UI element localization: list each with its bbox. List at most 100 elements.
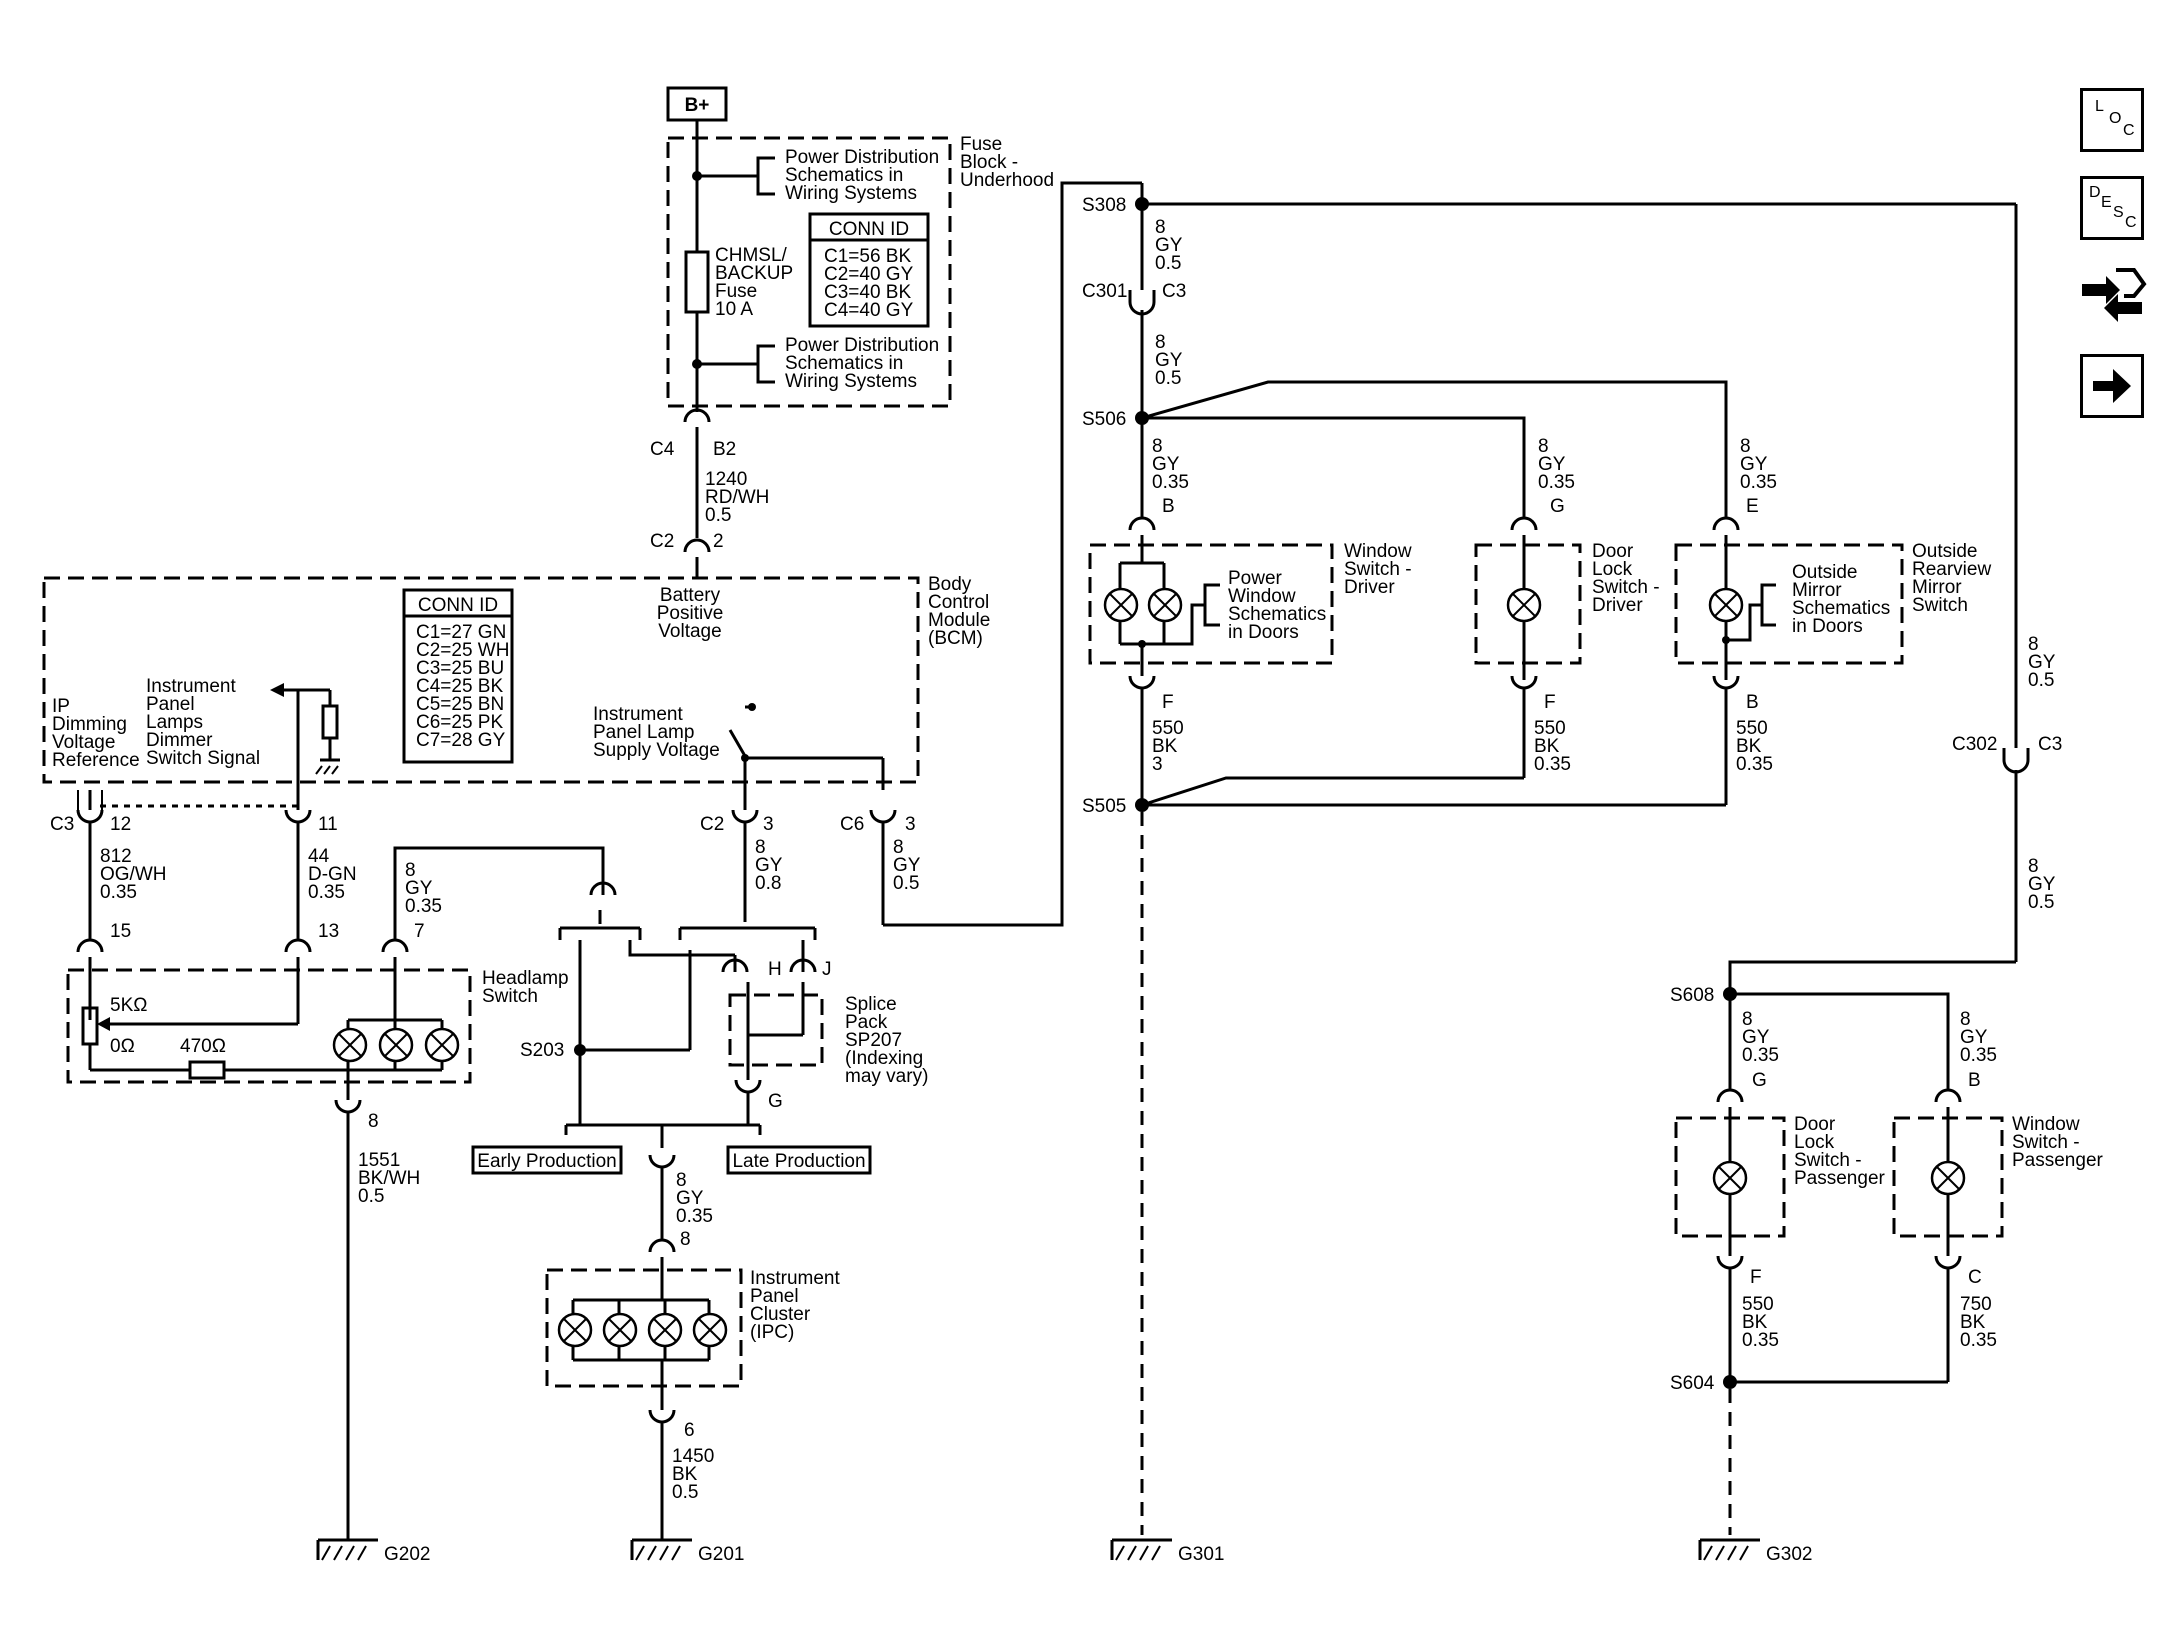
- svg-text:Module: Module: [928, 610, 990, 631]
- wire-550-dl-label: 550 BK 0.35: [1534, 718, 1571, 775]
- svg-text:8: 8: [755, 837, 766, 858]
- wire-550-ws-label: 550 BK 3: [1152, 718, 1184, 775]
- body-control-module: [42, 576, 920, 784]
- door-lock-switch-driver-bulb: [1506, 587, 1542, 623]
- svg-text:SP207: SP207: [845, 1030, 902, 1051]
- svg-text:Passenger: Passenger: [1794, 1168, 1886, 1189]
- location-button[interactable]: L O C: [2080, 88, 2144, 152]
- svg-text:S506: S506: [1082, 409, 1126, 430]
- svg-text:H: H: [768, 959, 782, 980]
- svg-text:Schematics in: Schematics in: [785, 353, 903, 374]
- svg-text:C1=56 BK: C1=56 BK: [824, 246, 911, 267]
- svg-text:13: 13: [318, 921, 339, 942]
- resistor-470: [188, 1060, 226, 1080]
- svg-text:S505: S505: [1082, 796, 1126, 817]
- connector-c4-b2: [683, 408, 711, 423]
- svg-text:8: 8: [893, 837, 904, 858]
- svg-text:C6: C6: [840, 814, 864, 835]
- svg-text:G301: G301: [1178, 1544, 1224, 1565]
- svg-text:(BCM): (BCM): [928, 628, 983, 649]
- svg-text:0.5: 0.5: [2028, 892, 2054, 913]
- svg-text:GY: GY: [1960, 1027, 1988, 1048]
- svg-text:C4: C4: [650, 439, 675, 460]
- svg-text:F: F: [1750, 1267, 1762, 1288]
- svg-text:8: 8: [1155, 332, 1166, 353]
- svg-text:550: 550: [1534, 718, 1566, 739]
- svg-text:0.35: 0.35: [1736, 754, 1773, 775]
- svg-text:Instrument: Instrument: [593, 704, 683, 725]
- svg-text:8: 8: [1155, 217, 1166, 238]
- instrument-panel-cluster: [545, 1268, 743, 1388]
- svg-text:0.5: 0.5: [672, 1482, 698, 1503]
- outside-rearview-mirror-switch: [1674, 543, 1904, 665]
- svg-text:0.35: 0.35: [100, 882, 137, 903]
- power-distribution-ref-top: Power Distribution Schematics in Wiring …: [785, 147, 939, 204]
- door-lock-switch-passenger: [1674, 1116, 1786, 1238]
- description-button[interactable]: D E S C: [2080, 176, 2144, 240]
- outside-mirror-switch-title: Outside Rearview Mirror Switch: [1912, 541, 1991, 616]
- next-page-button[interactable]: [2080, 354, 2144, 418]
- svg-text:Pack: Pack: [845, 1012, 888, 1033]
- window-switch-passenger: [1892, 1116, 2004, 1238]
- svg-text:Door: Door: [1592, 541, 1634, 562]
- svg-text:BK: BK: [1960, 1312, 1986, 1333]
- wire-1450-label: 1450 BK 0.5: [672, 1446, 714, 1503]
- svg-text:G: G: [1550, 496, 1565, 517]
- svg-text:Window: Window: [1344, 541, 1412, 562]
- svg-text:B: B: [1746, 692, 1759, 713]
- svg-text:Control: Control: [928, 592, 989, 613]
- wire-8gy-pws-label: 8 GY 0.35: [1960, 1009, 1997, 1066]
- svg-text:Mirror: Mirror: [1792, 580, 1842, 601]
- wire-8gy-hl-label: 8 GY 0.35: [405, 860, 442, 917]
- svg-text:10 A: 10 A: [715, 299, 753, 320]
- svg-text:8: 8: [368, 1111, 379, 1132]
- loc-letter-c: C: [2123, 122, 2135, 139]
- svg-text:Dimming: Dimming: [52, 714, 127, 735]
- svg-text:Window: Window: [1228, 586, 1296, 607]
- svg-text:Instrument: Instrument: [146, 676, 236, 697]
- svg-text:0.35: 0.35: [676, 1206, 713, 1227]
- svg-text:G201: G201: [698, 1544, 744, 1565]
- svg-text:3: 3: [763, 814, 774, 835]
- svg-text:1240: 1240: [705, 469, 747, 490]
- svg-text:S308: S308: [1082, 195, 1126, 216]
- svg-text:in Doors: in Doors: [1792, 616, 1863, 637]
- wire-812-label: 812 OG/WH 0.35: [100, 846, 167, 903]
- svg-text:GY: GY: [1155, 235, 1183, 256]
- connector-c6-pin3: [869, 809, 897, 824]
- svg-text:C2=25 WH: C2=25 WH: [416, 640, 509, 661]
- wire-8gy-c2-label: 8 GY 0.8: [755, 837, 783, 894]
- svg-text:Rearview: Rearview: [1912, 559, 1991, 580]
- power-window-schematics-ref: Power Window Schematics in Doors: [1228, 568, 1326, 643]
- svg-text:BK: BK: [1736, 736, 1762, 757]
- svg-text:Window: Window: [2012, 1114, 2080, 1135]
- svg-text:C5=25 BN: C5=25 BN: [416, 694, 504, 715]
- svg-text:Switch -: Switch -: [1794, 1150, 1862, 1171]
- svg-text:Wiring Systems: Wiring Systems: [785, 371, 917, 392]
- wire-8gy-ipc-label: 8 GY 0.35: [676, 1170, 713, 1227]
- wire-8gy-c302-in-label: 8 GY 0.5: [2028, 634, 2056, 691]
- svg-text:Positive: Positive: [657, 603, 724, 624]
- fuse-block-conn-rows: C1=56 BK C2=40 GY C3=40 BK C4=40 GY: [824, 246, 914, 321]
- headlamp-bulb-3: [424, 1027, 460, 1063]
- svg-text:BK: BK: [1742, 1312, 1768, 1333]
- svg-text:C7=28 GY: C7=28 GY: [416, 730, 506, 751]
- svg-text:B: B: [1162, 496, 1175, 517]
- svg-text:C4=40 GY: C4=40 GY: [824, 300, 914, 321]
- resistor-470-label: 470Ω: [180, 1036, 226, 1057]
- resistor-5k-label: 5KΩ: [110, 995, 147, 1016]
- svg-text:0.35: 0.35: [1742, 1330, 1779, 1351]
- svg-text:3: 3: [905, 814, 916, 835]
- svg-text:Schematics: Schematics: [1228, 604, 1326, 625]
- connector-c2-pin2: [683, 538, 711, 553]
- window-switch-driver-title: Window Switch - Driver: [1344, 541, 1412, 598]
- svg-text:0.5: 0.5: [893, 873, 919, 894]
- headlamp-bulb-2: [378, 1027, 414, 1063]
- connector-view-button[interactable]: [2076, 262, 2148, 334]
- fuse-block-underhood: [666, 136, 952, 408]
- svg-text:Outside: Outside: [1912, 541, 1977, 562]
- connector-c302: [2002, 748, 2030, 774]
- svg-text:812: 812: [100, 846, 132, 867]
- bcm-conn-rows: C1=27 GN C2=25 WH C3=25 BU C4=25 BK C5=2…: [416, 622, 509, 751]
